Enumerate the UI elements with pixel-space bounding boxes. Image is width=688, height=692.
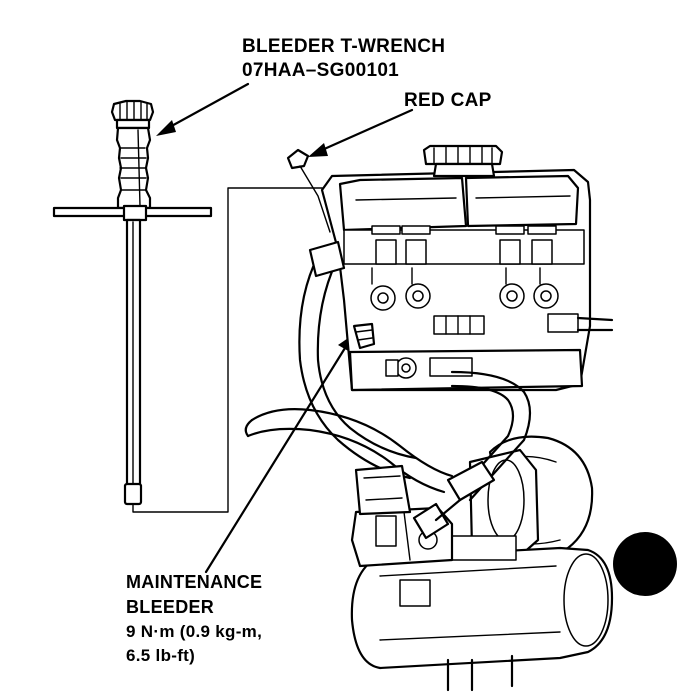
pump-tube-clamp xyxy=(446,460,496,502)
arrow-maintenance-bleeder xyxy=(204,346,347,574)
pump-tube-outer xyxy=(450,370,532,502)
bleeder-t-wrench xyxy=(52,99,213,506)
red-cap-stem xyxy=(299,165,331,233)
red-cap xyxy=(286,148,310,170)
red-cap-label: RED CAP xyxy=(404,90,492,111)
valve-4-cap xyxy=(527,225,557,235)
wrench-hub xyxy=(122,204,148,222)
brake-port-2-bore xyxy=(412,290,424,302)
center-fitting xyxy=(433,315,485,335)
valve-1 xyxy=(375,239,397,265)
supply-hose-outer xyxy=(250,408,454,478)
pump-motor-end xyxy=(563,553,609,647)
pump-body-seam xyxy=(403,511,411,561)
lower-block-bolt-center xyxy=(401,363,411,373)
reservoir-cap xyxy=(422,144,504,166)
lower-block-tab xyxy=(385,359,399,377)
wrench-knob-ridges xyxy=(119,101,148,120)
pump-tube-link xyxy=(434,498,462,522)
registration-dot xyxy=(613,532,677,596)
wrench-collar xyxy=(115,118,151,130)
modulator-top-panel-right xyxy=(464,174,580,228)
wrench-body-bands xyxy=(119,147,147,191)
arrow-red-cap-head xyxy=(308,143,328,157)
arrow-tool-head xyxy=(156,120,176,136)
accumulator-face xyxy=(487,459,525,541)
valve-2 xyxy=(405,239,427,265)
arrow-red-cap xyxy=(320,108,414,152)
tool-link-bracket xyxy=(132,187,323,513)
reservoir-neck xyxy=(432,162,496,178)
wrench-body-highlight xyxy=(137,129,141,207)
valve-4 xyxy=(531,239,553,265)
center-fitting-ribs xyxy=(445,315,471,335)
hose-clamp-top xyxy=(308,240,346,278)
valve-3-cap xyxy=(495,225,525,235)
brake-port-3-bore xyxy=(506,290,518,302)
pump-side-bracket-lines xyxy=(363,475,403,501)
right-fitting xyxy=(547,313,579,333)
modulator-top-panel-lines xyxy=(355,195,571,201)
supply-hose-inner xyxy=(246,427,446,494)
abs-modulator-assembly xyxy=(244,144,614,692)
brake-port-4-bore xyxy=(540,290,552,302)
reservoir-cap-ridges xyxy=(433,146,493,164)
pump-port xyxy=(375,515,397,547)
brake-port-1-bore xyxy=(377,292,389,304)
pump-motor-tab xyxy=(399,579,431,607)
modulator-top-panel-left xyxy=(338,176,468,232)
valve-3 xyxy=(499,239,521,265)
tool-part-number-label: 07HAA–SG00101 xyxy=(242,60,400,81)
pump-motor-ribs xyxy=(379,565,561,641)
torque-spec-line2: 6.5 lb-ft) xyxy=(126,646,196,665)
return-hose-outer xyxy=(298,254,412,480)
torque-spec-line1: 9 N·m (0.9 kg-m, xyxy=(126,622,263,641)
valve-2-cap xyxy=(401,225,431,235)
arrow-tool xyxy=(166,82,250,130)
pump-side-bracket xyxy=(354,464,412,516)
supply-hose-end xyxy=(244,418,254,438)
maintenance-bleeder-label-line2: BLEEDER xyxy=(126,597,215,617)
valve-1-cap xyxy=(371,225,401,235)
wrench-tip xyxy=(123,482,143,506)
maintenance-bleeder-thread xyxy=(355,329,373,341)
pump-tube-fitting xyxy=(412,502,450,540)
tool-name-label: BLEEDER T-WRENCH xyxy=(242,36,446,57)
right-brake-line xyxy=(576,316,614,332)
return-hose-inner xyxy=(316,260,418,460)
pump-tube-inner xyxy=(450,384,515,494)
pump-motor-mount xyxy=(446,654,514,692)
maintenance-bleeder-label-line1: MAINTENANCE xyxy=(126,572,263,592)
brake-port-risers xyxy=(371,267,541,285)
